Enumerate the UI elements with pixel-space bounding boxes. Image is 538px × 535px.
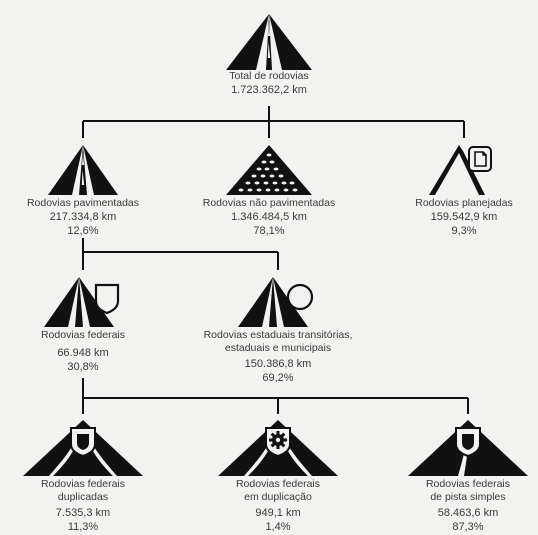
federal-value: 66.948 km <box>57 347 109 359</box>
node-inprogress: Rodovias federais em duplicação 949,1 km… <box>208 420 348 534</box>
gravel-road-icon <box>226 145 312 195</box>
state-label-line1: Rodovias estaduais transitórias, <box>203 329 353 341</box>
connector-level2 <box>82 238 279 270</box>
inprogress-value: 949,1 km <box>255 507 301 519</box>
state-value: 150.386,8 km <box>244 358 312 370</box>
federal-label: Rodovias federais <box>40 329 126 341</box>
connector-level3 <box>82 378 469 414</box>
node-state: Rodovias estaduais transitórias, estadua… <box>188 277 368 385</box>
federal-pct: 30,8% <box>67 361 99 373</box>
inprogress-label-line1: Rodovias federais <box>235 478 321 490</box>
node-planned: Rodovias planejadas 159.542,9 km 9,3% <box>404 145 524 238</box>
single-lane-road-icon <box>408 420 528 476</box>
duplicated-value: 7.535,3 km <box>55 507 111 519</box>
unpaved-label: Rodovias não pavimentadas <box>202 197 336 209</box>
paved-value: 217.334,8 km <box>49 211 117 223</box>
node-unpaved: Rodovias não pavimentadas 1.346.484,5 km… <box>194 145 344 238</box>
state-label-line2: estaduais e municipais <box>224 342 332 354</box>
planned-value: 159.542,9 km <box>430 211 498 223</box>
road-icon <box>226 14 312 70</box>
planned-road-icon <box>429 145 492 195</box>
state-pct: 69,2% <box>262 372 294 384</box>
node-federal: Rodovias federais 66.948 km 30,8% <box>18 277 148 374</box>
single-label-line2: de pista simples <box>430 491 506 503</box>
node-total: Total de rodovias 1.723.362,2 km <box>209 14 329 97</box>
duplicated-pct: 11,3% <box>67 521 99 533</box>
node-single: Rodovias federais de pista simples 58.46… <box>398 420 538 534</box>
connector-level1 <box>82 106 465 138</box>
single-value: 58.463,6 km <box>437 507 499 519</box>
total-label: Total de rodovias <box>229 70 309 82</box>
single-pct: 87,3% <box>452 521 484 533</box>
duplicated-road-icon <box>23 420 143 476</box>
unpaved-value: 1.346.484,5 km <box>231 211 307 223</box>
state-circle-road-icon <box>238 277 314 327</box>
inprogress-label-line2: em duplicação <box>244 491 312 503</box>
gear-icon <box>269 431 287 449</box>
planned-pct: 9,3% <box>451 225 477 237</box>
paved-pct: 12,6% <box>67 225 99 237</box>
inprogress-pct: 1,4% <box>265 521 291 533</box>
duplicated-label-line1: Rodovias federais <box>40 478 126 490</box>
unpaved-pct: 78,1% <box>253 225 285 237</box>
single-label-line1: Rodovias federais <box>425 478 511 490</box>
node-paved: Rodovias pavimentadas 217.334,8 km 12,6% <box>13 145 153 238</box>
node-duplicated: Rodovias federais duplicadas 7.535,3 km … <box>13 420 153 534</box>
road-icon <box>48 145 118 195</box>
planned-label: Rodovias planejadas <box>415 197 513 209</box>
total-value: 1.723.362,2 km <box>231 84 307 96</box>
paved-label: Rodovias pavimentadas <box>26 197 140 209</box>
construction-road-icon <box>218 420 338 476</box>
federal-shield-road-icon <box>44 277 120 327</box>
duplicated-label-line2: duplicadas <box>57 491 109 503</box>
